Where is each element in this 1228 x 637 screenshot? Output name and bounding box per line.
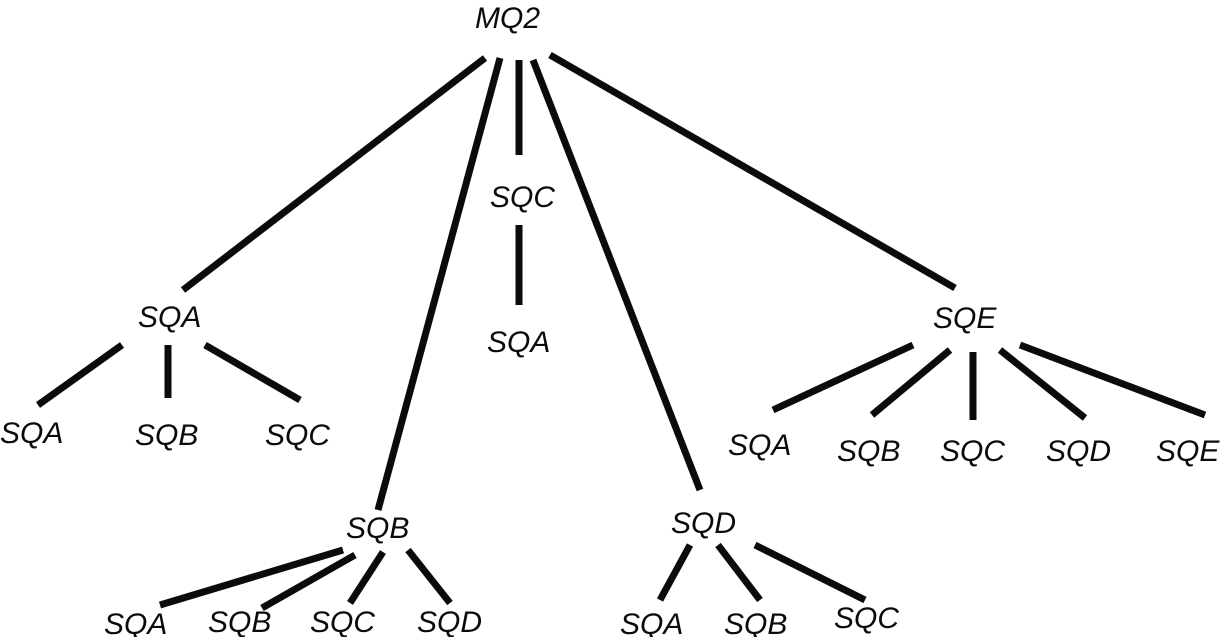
node-sqd-child-sqb: SQB xyxy=(724,608,787,637)
edge-sqb-to-sqc xyxy=(347,550,386,605)
node-sqe-child-sqa: SQA xyxy=(728,429,791,462)
edge-sqe-to-sqe xyxy=(1018,341,1207,419)
edge-root-to-sqb xyxy=(374,57,504,511)
node-sqb-child-sqb: SQB xyxy=(208,606,271,637)
edge-sqd-to-sqa xyxy=(656,543,694,602)
edges-group xyxy=(35,51,1207,612)
node-sqb-child-sqc: SQC xyxy=(310,606,375,637)
edge-sqa-to-sqc xyxy=(203,341,302,404)
node-sqe: SQE xyxy=(933,302,997,335)
node-sqd-child-sqa: SQA xyxy=(620,608,683,637)
node-sqe-child-sqb: SQB xyxy=(837,435,900,468)
edge-root-to-sqa xyxy=(180,55,488,293)
edge-sqd-to-sqc xyxy=(753,541,867,604)
node-sqb: SQB xyxy=(346,512,409,545)
edge-root-to-sqd xyxy=(529,58,704,492)
node-sqa-child-sqc: SQC xyxy=(265,419,330,452)
edge-sqa-to-sqa xyxy=(35,342,125,408)
node-root: MQ2 xyxy=(475,2,540,35)
node-sqa-child-sqa: SQA xyxy=(0,417,63,450)
node-sqc-child-sqa: SQA xyxy=(487,326,550,359)
node-sqc: SQC xyxy=(490,181,555,214)
node-sqb-child-sqa: SQA xyxy=(104,608,167,637)
node-sqa: SQA xyxy=(138,301,201,334)
edge-sqd-to-sqb xyxy=(715,542,763,603)
node-sqa-child-sqb: SQB xyxy=(135,419,198,452)
node-sqe-child-sqe: SQE xyxy=(1156,435,1220,468)
edge-sqb-to-sqb xyxy=(260,551,357,612)
edge-sqe-to-sqa xyxy=(771,341,915,414)
edge-sqb-to-sqa xyxy=(158,546,345,609)
edge-sqe-to-sqb xyxy=(869,347,953,418)
node-sqe-child-sqd: SQD xyxy=(1046,435,1111,468)
edge-sqb-to-sqd xyxy=(405,547,453,606)
node-sqe-child-sqc: SQC xyxy=(940,435,1005,468)
node-sqb-child-sqd: SQD xyxy=(417,606,482,637)
edge-root-to-sqe xyxy=(548,51,957,292)
node-sqd: SQD xyxy=(671,507,736,540)
node-sqd-child-sqc: SQC xyxy=(834,602,899,635)
edge-sqe-to-sqd xyxy=(997,347,1088,421)
